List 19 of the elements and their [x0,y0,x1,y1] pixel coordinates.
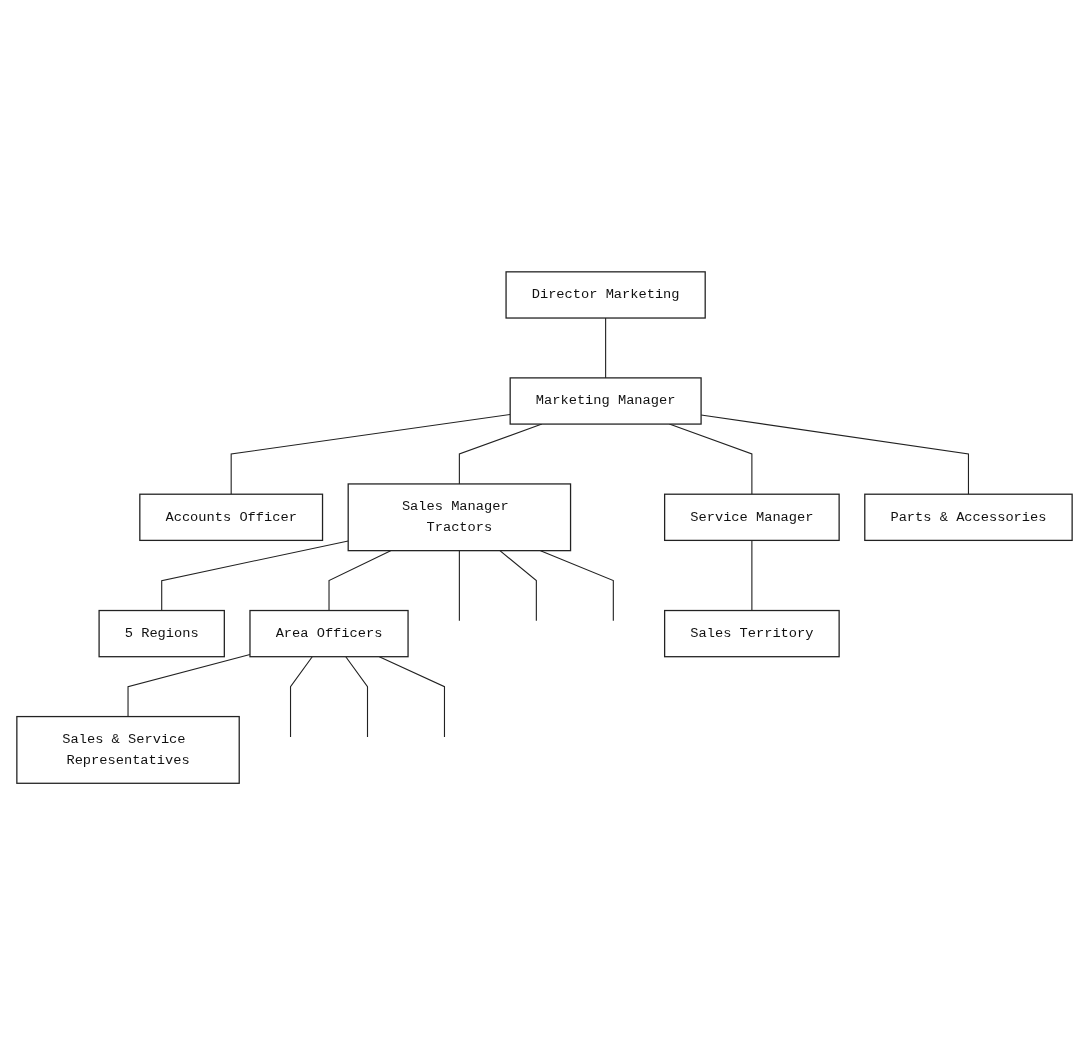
node-box: 5 Regions [98,610,225,658]
connector [127,654,251,718]
node-box: Marketing Manager [509,377,702,426]
connector [751,540,753,612]
node-box: Accounts Officer [139,494,324,542]
node-box: Director Marketing [505,271,706,320]
node-box: Area Officers [249,610,409,658]
node-box: Sales & Service Representatives [16,716,240,785]
connector [458,550,460,622]
node-box: Sales Territory [664,610,840,658]
connector [230,414,511,496]
connector [289,656,313,739]
node-box: Parts & Accessories [864,494,1073,542]
node-box: Sales Manager Tractors [347,483,572,552]
connector [499,550,537,622]
connector [605,317,607,379]
connector [345,656,369,739]
connector [161,540,349,612]
node-box: Service Manager [664,494,840,542]
